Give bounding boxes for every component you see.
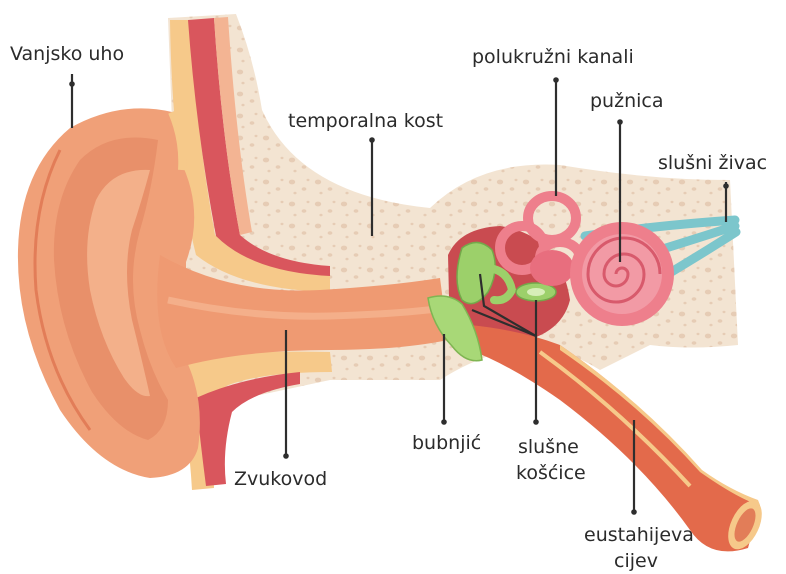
- label-temporal-bone: temporalna kost: [288, 110, 443, 132]
- label-ossicles-line1: slušne: [518, 436, 579, 458]
- leader-eardrum-dot: [441, 419, 447, 425]
- label-outer-ear: Vanjsko uho: [10, 43, 124, 65]
- leader-eustachian-tube-dot: [631, 509, 637, 515]
- label-semicircular-canals: polukružni kanali: [472, 46, 634, 68]
- leader-auditory-nerve-dot: [723, 183, 729, 189]
- leader-cochlea-dot: [617, 119, 623, 125]
- label-ossicles-line2: košćice: [516, 462, 586, 484]
- vestibule: [530, 250, 574, 286]
- label-auditory-nerve: slušni živac: [658, 152, 767, 174]
- leader-semicircular-canals-dot: [553, 77, 559, 83]
- cochlea: [570, 222, 674, 326]
- label-cochlea: pužnica: [590, 90, 664, 112]
- leader-ear-canal-dot: [283, 453, 289, 459]
- label-eustachian-line2: cijev: [614, 550, 658, 572]
- label-eustachian-line1: eustahijeva: [584, 524, 694, 546]
- label-eardrum: bubnjić: [412, 432, 481, 454]
- leader-outer-ear-dot: [69, 81, 75, 87]
- leader-temporal-bone-dot: [369, 137, 375, 143]
- leader-ossicles-dot: [533, 419, 539, 425]
- label-ear-canal: Zvukovod: [234, 468, 327, 490]
